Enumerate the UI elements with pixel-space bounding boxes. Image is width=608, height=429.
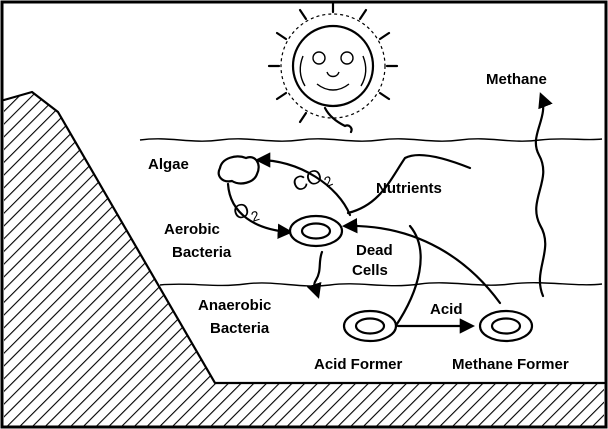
label-anaerobic-line1: Anaerobic bbox=[198, 297, 271, 314]
methane-rising-arrow bbox=[536, 95, 545, 296]
label-anaerobic-line2: Bacteria bbox=[210, 320, 270, 337]
label-aerobic-line2: Bacteria bbox=[172, 244, 232, 261]
acid-former-cell bbox=[344, 311, 396, 341]
label-acid-former: Acid Former bbox=[314, 356, 403, 373]
label-aerobic-line1: Aerobic bbox=[164, 221, 220, 238]
label-methane: Methane bbox=[486, 71, 547, 88]
label-algae: Algae bbox=[148, 156, 189, 173]
label-nutrients: Nutrients bbox=[376, 180, 442, 197]
ground-hatching bbox=[4, 92, 604, 427]
label-dead-line1: Dead bbox=[356, 242, 393, 259]
dead-cells-arrow bbox=[314, 252, 322, 296]
algae-blob bbox=[219, 156, 259, 183]
label-dead-line2: Cells bbox=[352, 262, 388, 279]
water-surface-line bbox=[140, 139, 602, 141]
anaerobic-boundary-line bbox=[160, 283, 602, 286]
acid-former-up-curve bbox=[395, 226, 421, 327]
label-acid: Acid bbox=[430, 301, 463, 318]
aerobic-bacteria-cell bbox=[290, 216, 342, 246]
methane-former-cell bbox=[480, 311, 532, 341]
label-methane-former: Methane Former bbox=[452, 356, 569, 373]
sun-face-icon bbox=[269, 2, 397, 132]
